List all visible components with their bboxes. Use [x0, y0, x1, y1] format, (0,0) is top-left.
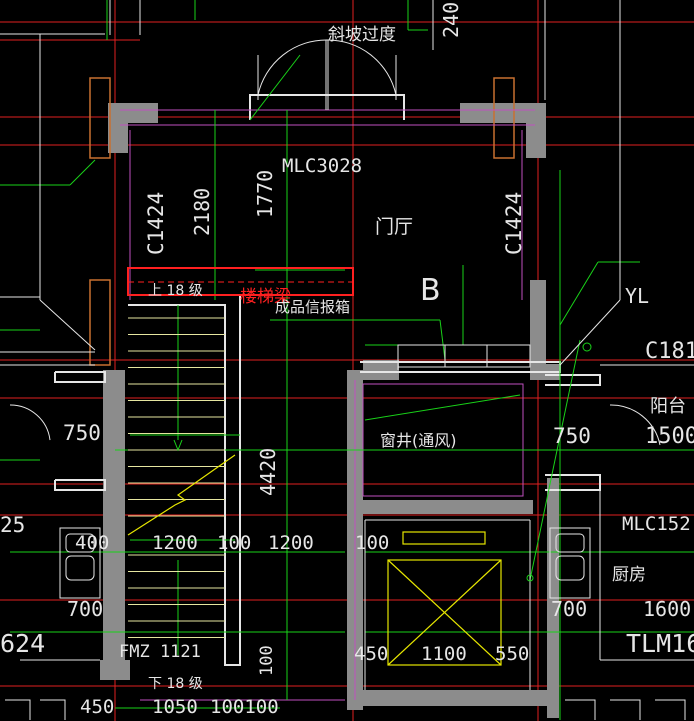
elevator-shaft — [387, 531, 502, 666]
label-balcony: 阳台 — [650, 396, 686, 417]
label-window-top: MLC3028 — [282, 155, 362, 177]
label-shaft: 窗井(通风) — [380, 431, 457, 450]
dim-100-v: 100 — [257, 645, 277, 676]
dim-750-right: 750 — [553, 424, 591, 448]
sink-icon — [59, 527, 591, 599]
label-mailbox: 成品信报箱 — [275, 298, 350, 316]
dim-450-a: 450 — [354, 643, 388, 665]
pipe-circle-2 — [526, 574, 534, 582]
dim-100-a: 100 — [217, 532, 251, 554]
dim-25: 25 — [0, 513, 25, 537]
label-window-c181: C181 — [645, 339, 694, 364]
label-stair-beam: 楼梯梁 — [240, 287, 291, 307]
dim-1600: 1600 — [643, 597, 691, 621]
dim-240: 240 — [439, 2, 463, 38]
label-tlm: TLM16 — [626, 629, 694, 658]
label-lobby: 门厅 — [375, 216, 413, 238]
orange-frames — [89, 77, 515, 366]
label-door-fmz: FMZ 1121 — [119, 642, 201, 662]
white-lines — [0, 0, 694, 690]
bottom-fixtures — [5, 699, 686, 720]
dim-2180: 2180 — [190, 188, 214, 236]
dim-100100: 100100 — [210, 696, 279, 718]
dim-1200-b: 1200 — [268, 532, 314, 554]
pipe-circle — [582, 342, 592, 352]
label-ramp: 斜坡过度 — [328, 25, 396, 45]
label-window-right: C1424 — [502, 192, 526, 255]
dim-1050: 1050 — [152, 696, 198, 718]
dim-450-b: 450 — [80, 696, 114, 718]
dim-1200-a: 1200 — [152, 532, 198, 554]
door-arcs — [9, 39, 661, 446]
label-stair-up: 上 18 级 — [148, 283, 203, 299]
dim-700-right: 700 — [551, 597, 587, 621]
stair-break-line — [127, 454, 236, 536]
stair-treads — [128, 317, 225, 638]
dim-1500: 1500 — [645, 424, 694, 449]
label-axis-b: B — [420, 273, 441, 308]
mailbox-boxes — [397, 344, 531, 368]
stair-arrow — [173, 439, 183, 452]
dim-700-left: 700 — [67, 597, 103, 621]
label-yl: YL — [625, 284, 649, 308]
dim-550: 550 — [495, 643, 529, 665]
dim-1770: 1770 — [253, 170, 277, 218]
dim-1100: 1100 — [421, 643, 467, 665]
label-stair-down: 下 18 级 — [148, 676, 203, 692]
label-window-left: C1424 — [144, 192, 168, 255]
dim-100-b: 100 — [355, 532, 389, 554]
dim-750-left: 750 — [63, 421, 101, 445]
dim-400: 400 — [75, 532, 109, 554]
dim-624: 624 — [0, 629, 45, 658]
label-kitchen: 厨房 — [612, 565, 646, 585]
dim-4420: 4420 — [256, 448, 280, 496]
label-window-mlc152: MLC152 — [622, 513, 691, 535]
